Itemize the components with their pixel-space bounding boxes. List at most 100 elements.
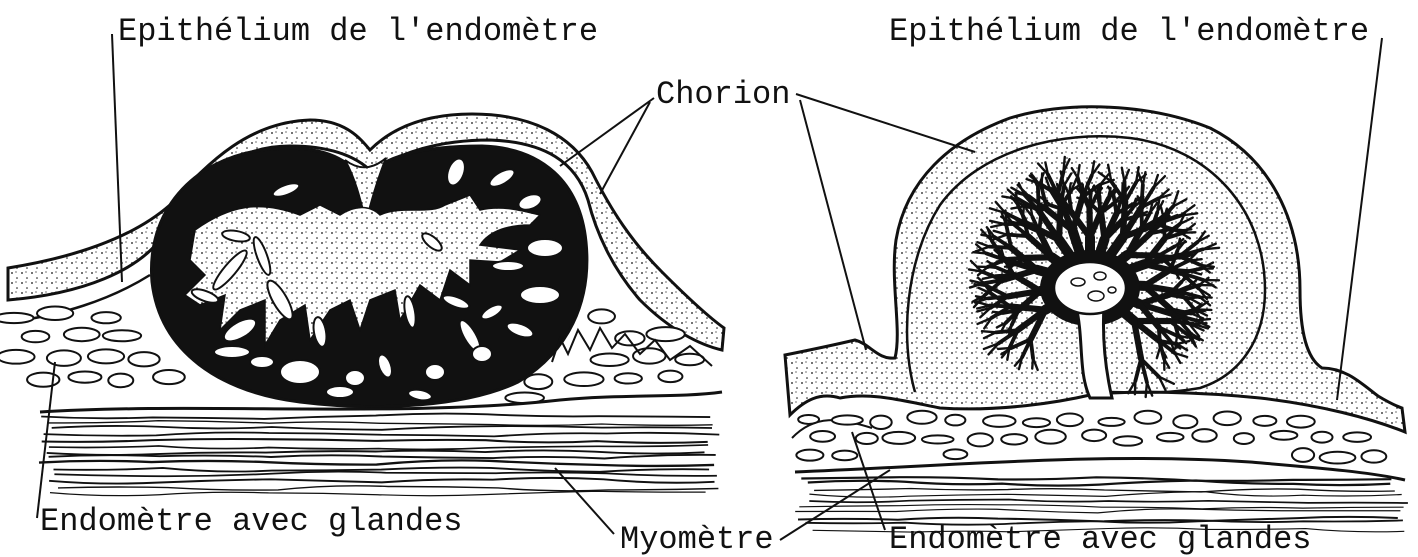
- gland: [128, 352, 159, 366]
- gland: [1035, 430, 1065, 444]
- villus: [326, 386, 354, 398]
- myometrium-fiber: [47, 421, 712, 426]
- gland: [27, 373, 59, 387]
- myometrium-fiber: [44, 432, 720, 436]
- leader-chorion-right-a: [796, 94, 975, 152]
- myometrium-fiber: [54, 472, 717, 477]
- gland: [945, 415, 965, 426]
- villus: [280, 360, 320, 384]
- label-right-epithelium: Epithélium de l'endomètre: [889, 13, 1369, 50]
- gland: [47, 350, 81, 366]
- villus-branch: [1146, 382, 1147, 397]
- villus: [472, 346, 492, 362]
- villus-branch: [1164, 219, 1165, 238]
- gland: [1343, 432, 1371, 441]
- gland: [0, 350, 35, 364]
- gland: [590, 354, 628, 366]
- myometrium-fiber: [58, 486, 718, 491]
- gland: [882, 432, 915, 444]
- left-specimen: [0, 114, 724, 496]
- villus-branch: [1098, 186, 1099, 197]
- gland: [1361, 450, 1386, 462]
- gland: [88, 349, 124, 363]
- gland: [1082, 430, 1106, 441]
- gland: [37, 307, 73, 321]
- villus-branch: [1170, 270, 1189, 272]
- gland: [524, 374, 552, 389]
- label-chorion: Chorion: [656, 76, 790, 113]
- label-myometrium: Myomètre: [620, 521, 774, 557]
- gland: [153, 370, 185, 384]
- gland: [0, 313, 34, 323]
- gland: [615, 331, 644, 345]
- myometrium-fiber: [799, 505, 1403, 509]
- gland: [796, 450, 823, 461]
- right-endometrial-glands: [796, 411, 1386, 464]
- myometrium-fiber: [49, 455, 716, 459]
- label-right-endometrium: Endomètre avec glandes: [889, 521, 1311, 557]
- gland: [64, 328, 100, 342]
- gland: [832, 415, 863, 424]
- myometrium-fiber: [814, 489, 1395, 492]
- myometrium-fiber: [54, 468, 710, 472]
- gland: [1114, 436, 1143, 445]
- myometrium-fiber: [39, 460, 714, 466]
- gland: [1234, 433, 1254, 444]
- gland: [1292, 448, 1314, 462]
- gland: [944, 449, 968, 459]
- villus: [214, 346, 250, 358]
- myometrium-fiber: [795, 509, 1400, 513]
- myometrium-fiber: [49, 445, 708, 450]
- myometrium-fiber: [808, 481, 1391, 486]
- villus-branch: [1203, 248, 1219, 250]
- leader-chorion-left-b: [600, 102, 650, 194]
- villus-branch: [982, 331, 996, 332]
- gland: [91, 312, 120, 323]
- villus-branch: [1069, 194, 1072, 212]
- gland: [922, 435, 954, 443]
- villus-branch: [1196, 309, 1211, 310]
- gland: [22, 331, 50, 342]
- gland: [1134, 411, 1161, 424]
- villus-branch: [1031, 208, 1033, 217]
- gland: [907, 411, 936, 424]
- gland: [856, 433, 878, 444]
- right-specimen: [785, 107, 1408, 532]
- gland: [1001, 434, 1027, 444]
- gland: [870, 416, 892, 429]
- left-myometrium: [39, 414, 719, 496]
- myometrium-fiber: [41, 414, 710, 419]
- gland: [1311, 432, 1332, 443]
- label-left-endometrium: Endomètre avec glandes: [40, 503, 462, 540]
- gland: [1192, 429, 1216, 442]
- gland: [1253, 416, 1276, 426]
- myometrium-fiber: [809, 492, 1401, 498]
- myometrium-fiber: [49, 478, 714, 484]
- myometrium-fiber: [50, 491, 706, 495]
- label-left-epithelium: Epithélium de l'endomètre: [118, 13, 598, 50]
- villus-branch: [1003, 310, 1019, 313]
- villus: [527, 239, 563, 257]
- villus-branch: [1032, 358, 1033, 369]
- gland: [615, 373, 642, 383]
- gland: [1023, 418, 1050, 427]
- villus: [520, 286, 560, 304]
- gland: [1270, 431, 1297, 440]
- gland: [564, 372, 603, 386]
- villus: [492, 261, 524, 271]
- gland: [983, 415, 1015, 427]
- leader-chorion-left-a: [560, 98, 654, 166]
- gland: [1214, 411, 1241, 425]
- leader-chorion-right-b: [800, 100, 866, 350]
- villus-branch: [1187, 286, 1200, 287]
- leader-right-epithelium: [1337, 38, 1382, 400]
- villus-branch: [1190, 311, 1205, 312]
- gland: [1287, 416, 1315, 428]
- myometrium-fiber: [52, 426, 712, 430]
- villus-branch: [1189, 259, 1202, 260]
- villus: [345, 370, 365, 386]
- gland: [658, 371, 682, 382]
- gland: [108, 374, 133, 388]
- gland: [1320, 452, 1356, 464]
